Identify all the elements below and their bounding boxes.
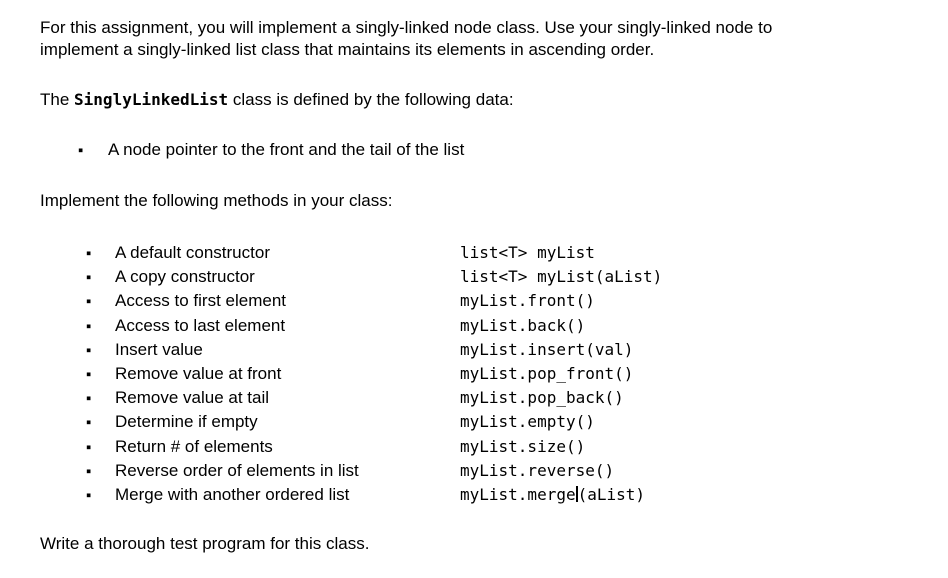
method-row: ▪ A copy constructor list<T> myList(aLis… <box>40 265 918 289</box>
method-label: Return # of elements <box>115 436 273 456</box>
method-label: A copy constructor <box>115 267 255 287</box>
method-row: ▪ Merge with another ordered list myList… <box>40 483 918 507</box>
method-code: myList.empty() <box>460 412 595 432</box>
method-code: myList.merge(aList) <box>460 485 646 505</box>
definition-suffix: class is defined by the following data: <box>228 90 514 109</box>
bullet-icon: ▪ <box>86 438 92 456</box>
method-code: list<T> myList <box>460 243 595 262</box>
method-code: myList.pop_back() <box>460 388 624 408</box>
bullet-icon: ▪ <box>86 293 92 311</box>
bullet-icon: ▪ <box>86 414 92 432</box>
bullet-icon: ▪ <box>86 269 92 287</box>
method-code: list<T> myList(aList) <box>460 267 663 287</box>
intro-paragraph-line-2: implement a singly-linked list class tha… <box>40 40 655 59</box>
method-label: Determine if empty <box>115 412 258 432</box>
method-label: Insert value <box>115 339 203 359</box>
method-row: ▪ Access to last element myList.back() <box>40 314 918 338</box>
method-row: ▪ Insert value myList.insert(val) <box>40 338 918 362</box>
bullet-icon: ▪ <box>86 317 92 335</box>
method-row: ▪ Remove value at tail myList.pop_back() <box>40 386 918 410</box>
class-name-code: SinglyLinkedList <box>74 90 229 109</box>
bullet-icon: ▪ <box>86 390 92 408</box>
bullet-icon: ▪ <box>86 487 92 505</box>
method-row: ▪ Return # of elements myList.size() <box>40 435 918 459</box>
definition-heading: The SinglyLinkedList class is defined by… <box>40 89 918 111</box>
method-label: Remove value at front <box>115 364 282 384</box>
intro-paragraph-line-1: For this assignment, you will implement … <box>40 18 773 37</box>
text-cursor-caret <box>575 486 578 503</box>
method-row: ▪ Access to first element myList.front() <box>40 289 918 313</box>
method-code: myList.reverse() <box>460 460 615 480</box>
method-code: myList.size() <box>460 436 586 456</box>
bullet-icon: ▪ <box>86 245 92 262</box>
definition-prefix: The <box>40 90 75 109</box>
bullet-icon: ▪ <box>86 341 92 359</box>
method-code: myList.pop_front() <box>460 364 634 384</box>
method-row: ▪ A default constructor list<T> myList <box>40 241 918 265</box>
data-item-text: A node pointer to the front and the tail… <box>108 140 465 159</box>
bullet-icon: ▪ <box>86 366 92 384</box>
method-label: Reverse order of elements in list <box>115 460 359 480</box>
methods-heading: Implement the following methods in your … <box>40 191 393 210</box>
method-label: Access to first element <box>115 291 287 311</box>
bullet-icon: ▪ <box>78 142 84 159</box>
method-label: Remove value at tail <box>115 388 270 408</box>
method-label: A default constructor <box>115 243 270 262</box>
method-code: myList.back() <box>460 315 586 335</box>
data-bullet-item: ▪ A node pointer to the front and the ta… <box>40 139 918 162</box>
method-label: Merge with another ordered list <box>115 485 350 505</box>
method-row: ▪ Determine if empty myList.empty() <box>40 410 918 434</box>
bullet-icon: ▪ <box>86 462 92 480</box>
method-row: ▪ Remove value at front myList.pop_front… <box>40 362 918 386</box>
method-row: ▪ Reverse order of elements in list myLi… <box>40 459 918 483</box>
method-code: myList.front() <box>460 291 595 311</box>
method-code: myList.insert(val) <box>460 339 634 359</box>
footer-instruction: Write a thorough test program for this c… <box>40 534 370 554</box>
methods-list: ▪ A default constructor list<T> myList ▪… <box>40 241 918 507</box>
method-label: Access to last element <box>115 315 286 335</box>
